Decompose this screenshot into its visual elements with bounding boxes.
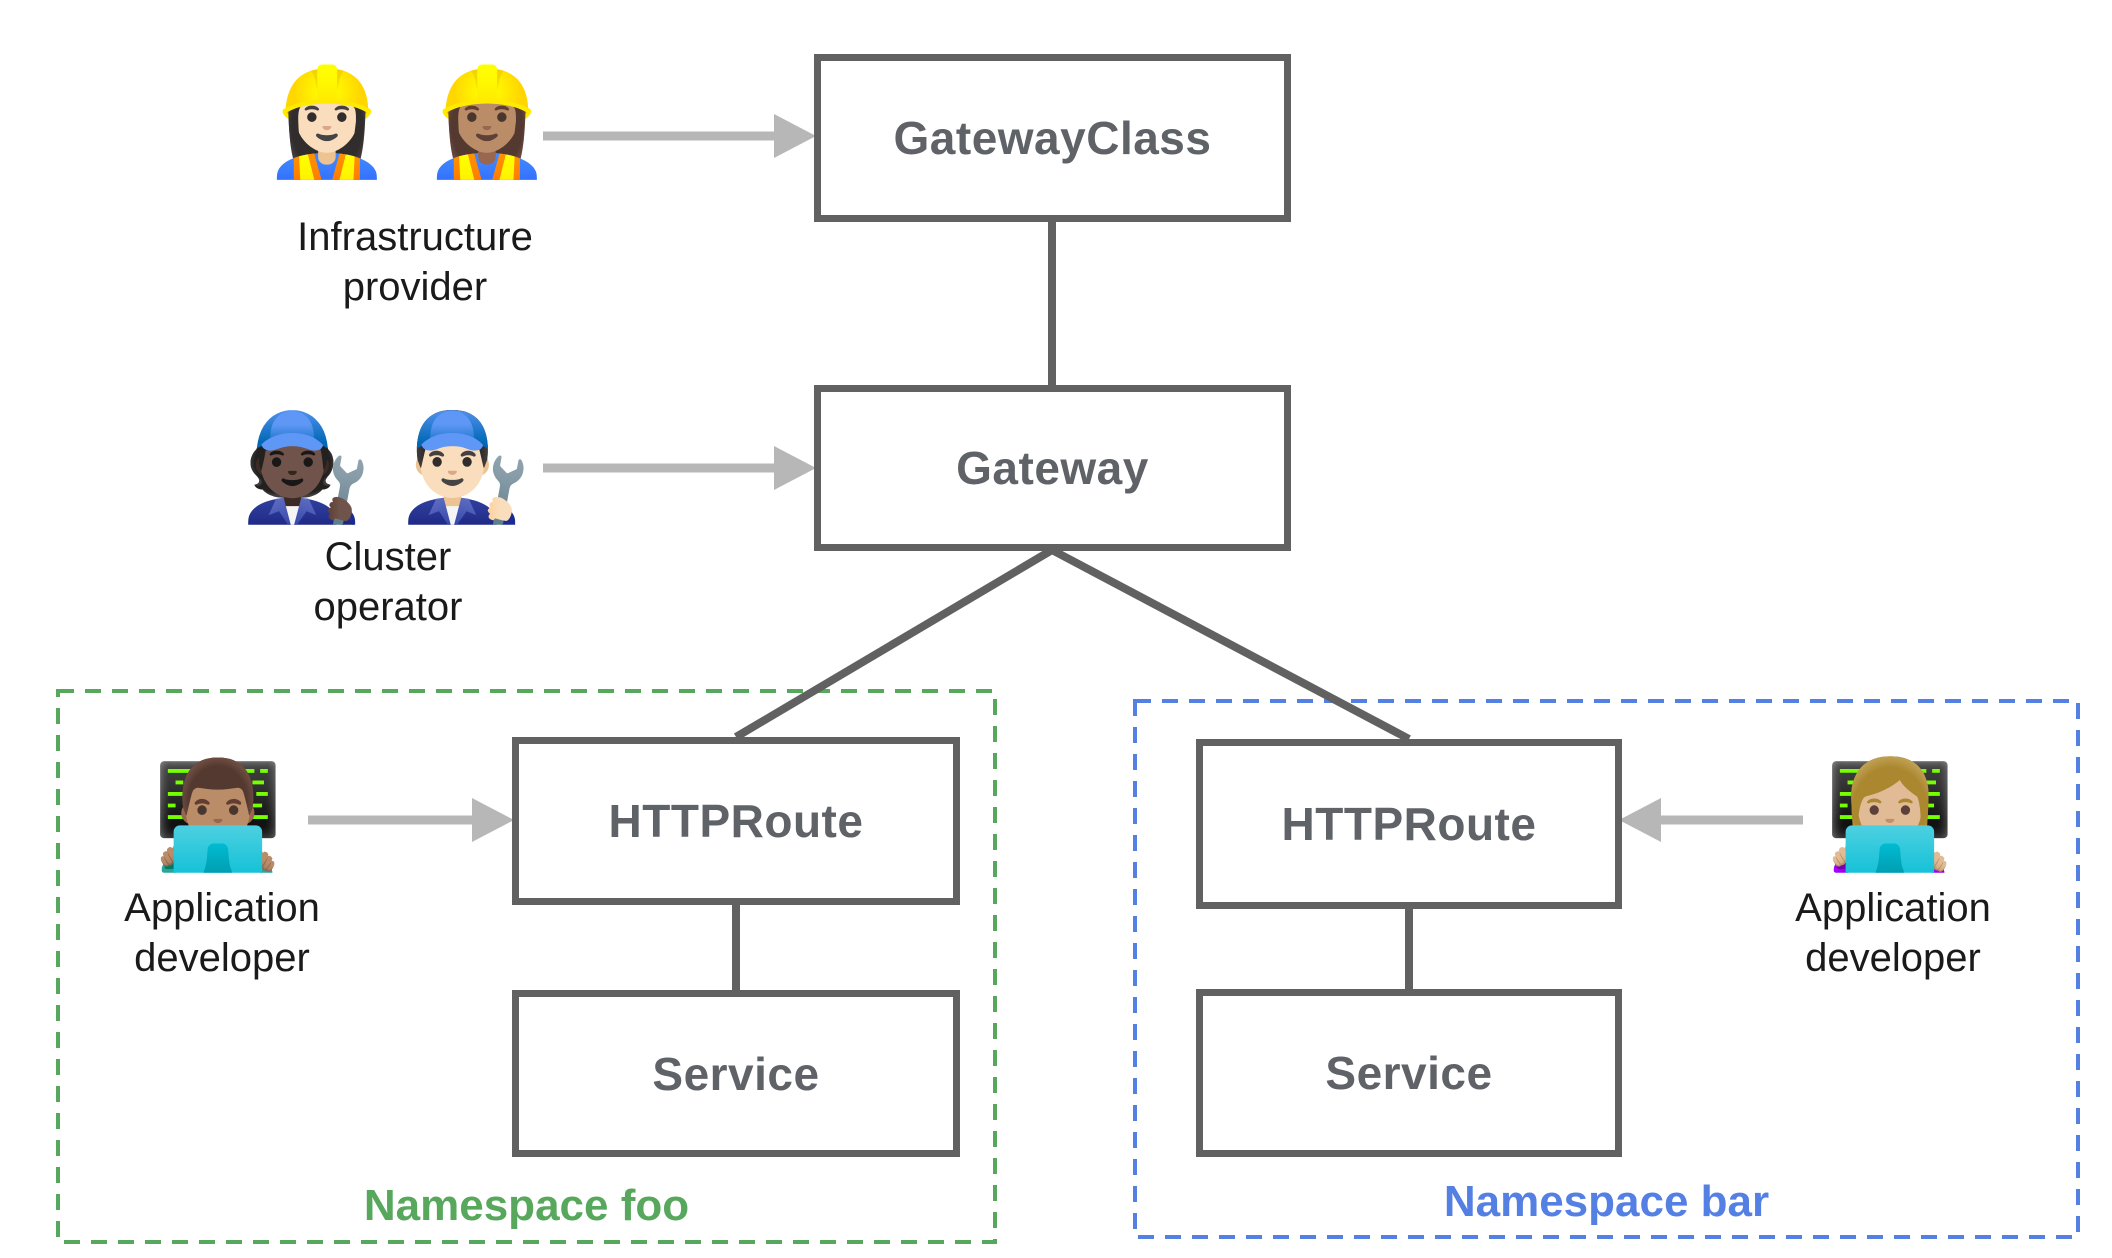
technologist-icon-foo: 👨🏽‍💻 (152, 757, 284, 874)
arrowhead-infra-gatewayclass (774, 114, 816, 158)
persona-arrows (308, 131, 1803, 825)
node-service-bar-label: Service (1325, 1047, 1493, 1099)
application-developer-foo-label-line1: Application (124, 886, 320, 930)
application-developer-bar-label-line1: Application (1795, 886, 1991, 930)
node-gateway-label: Gateway (956, 442, 1149, 494)
construction-workers-icon: 👷🏻‍♀️ 👷🏽‍♀️ (261, 64, 553, 181)
connector-gateway-httproute-foo (733, 546, 1055, 741)
arrowhead-cluster-gateway (774, 446, 816, 490)
node-service-foo-label: Service (652, 1047, 820, 1100)
technologist-icon-bar: 👩🏼‍💻 (1824, 757, 1956, 874)
arrowhead-dev-httproute-foo (472, 798, 514, 842)
node-httproute-bar-label: HTTPRoute (1281, 798, 1537, 850)
node-service-bar: Service (1196, 989, 1622, 1157)
application-developer-foo-label-line2: developer (134, 936, 310, 980)
mechanics-icon: 🧑🏿‍🔧 👨🏻‍🔧 (240, 409, 532, 526)
cluster-operator-label-line2: operator (313, 585, 463, 629)
application-developer-bar-label-line2: developer (1805, 936, 1981, 980)
application-developer-foo-label: Application developer (72, 883, 372, 983)
node-service-foo: Service (512, 990, 960, 1157)
relation-connectors (732, 222, 1413, 990)
namespace-foo-label: Namespace foo (363, 1181, 690, 1230)
persona-arrowheads (472, 114, 1661, 842)
node-gatewayclass-label: GatewayClass (893, 112, 1212, 164)
cluster-operator-label-line1: Cluster (324, 535, 452, 579)
namespace-bar-label: Namespace bar (1443, 1177, 1770, 1226)
namespace-bar-boundary (1133, 699, 2080, 1239)
node-gateway: Gateway (814, 385, 1291, 551)
node-httproute-bar: HTTPRoute (1196, 739, 1622, 909)
namespace-foo-boundary (56, 689, 997, 1244)
node-httproute-foo: HTTPRoute (512, 737, 960, 905)
infrastructure-provider-label: Infrastructure provider (165, 212, 665, 312)
infrastructure-provider-label-line2: provider (342, 265, 488, 309)
node-httproute-foo-label: HTTPRoute (608, 795, 864, 847)
infrastructure-provider-label-line1: Infrastructure (297, 215, 533, 259)
connector-gateway-httproute-bar (1050, 546, 1411, 743)
cluster-operator-label: Cluster operator (138, 532, 638, 632)
arrowhead-dev-httproute-bar (1619, 798, 1661, 842)
node-gatewayclass: GatewayClass (814, 54, 1291, 222)
application-developer-bar-label: Application developer (1743, 883, 2043, 983)
